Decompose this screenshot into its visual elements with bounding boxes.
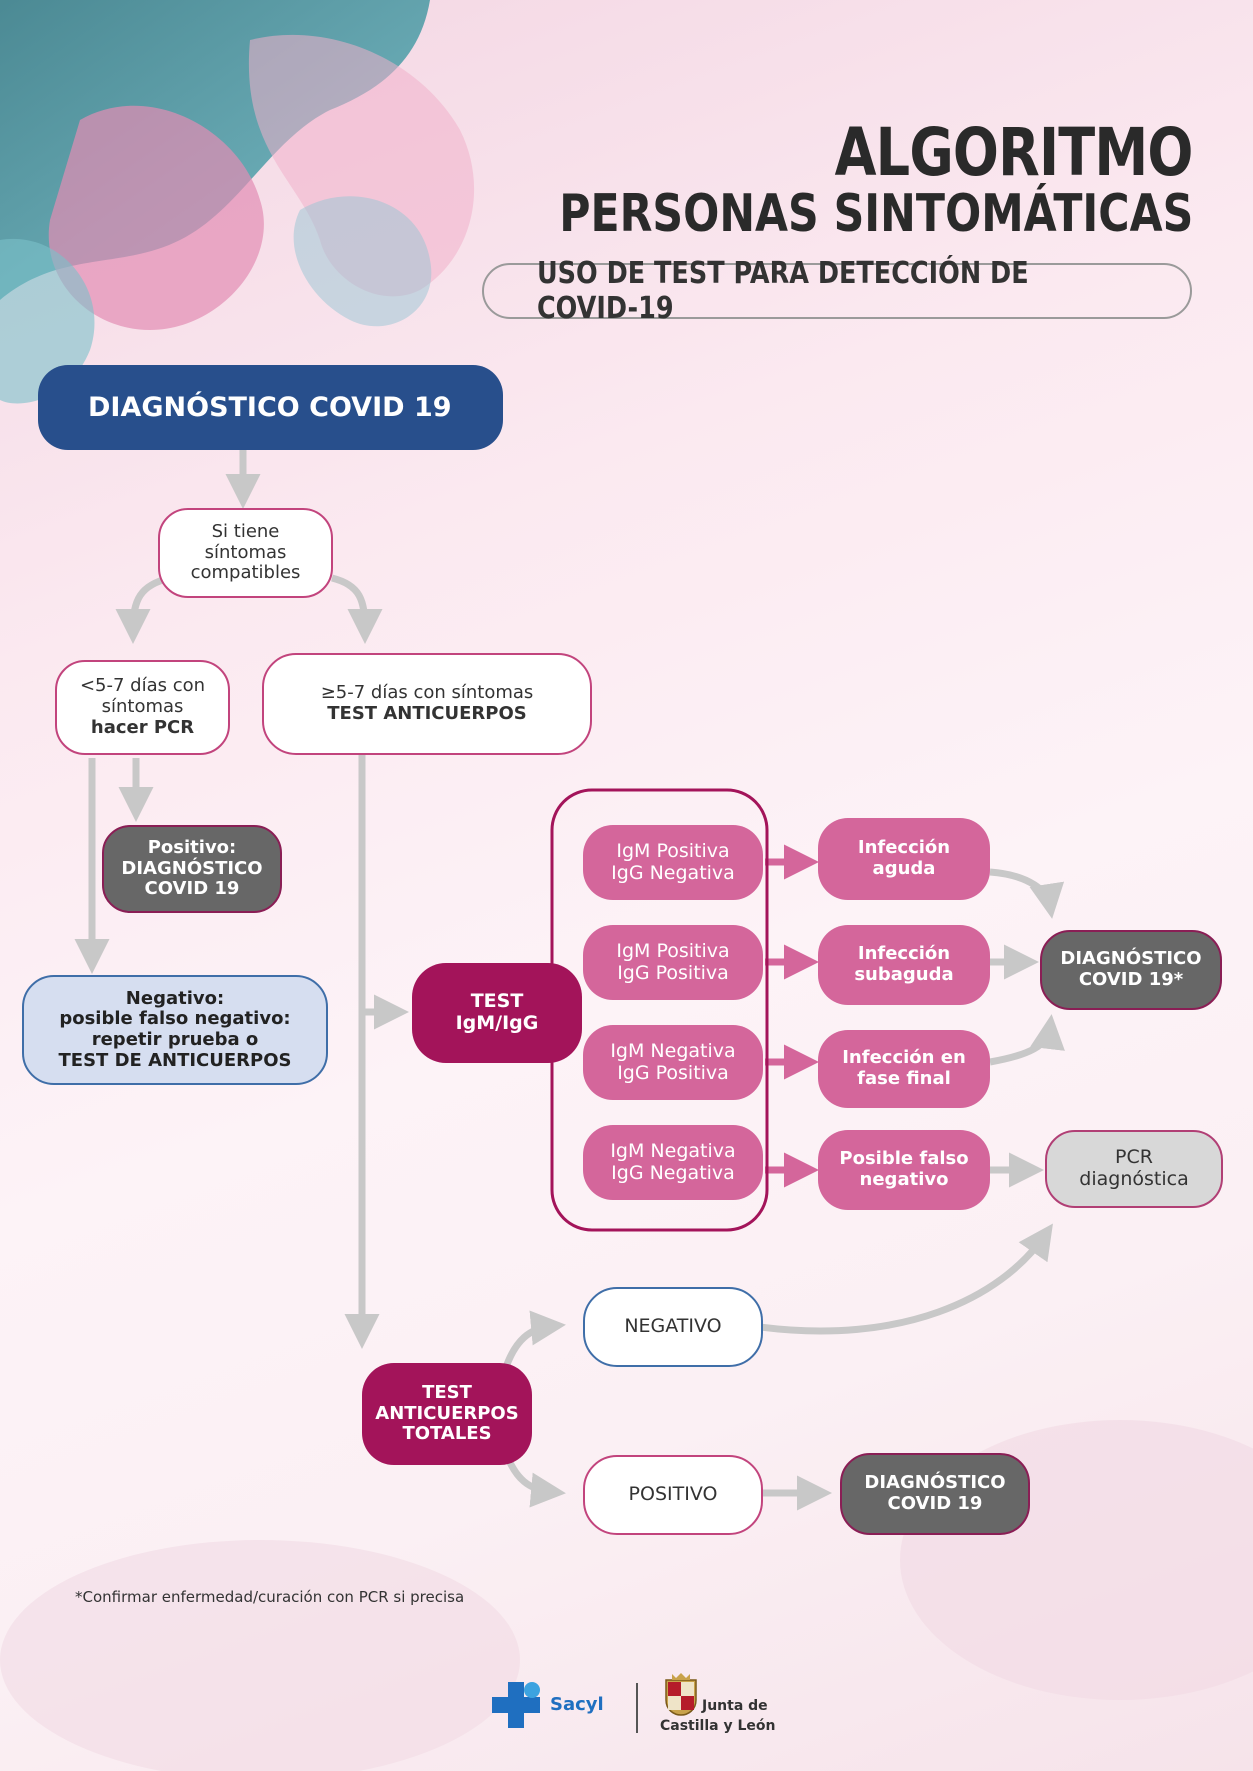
positivo-label: POSITIVO (628, 1483, 718, 1506)
mas-5-7-line1: ≥5-7 días con síntomas (320, 682, 534, 704)
sintomas-line2: síntomas (204, 541, 287, 563)
outcome-falso-negativo-line1: Posible falso (839, 1148, 969, 1170)
sintomas-line1: Si tiene (211, 520, 280, 542)
test-igm-igg-node: TEST IgM/IgG (412, 963, 582, 1063)
negativo-node: NEGATIVO (583, 1287, 763, 1367)
negativo-pcr-line4: TEST DE ANTICUERPOS (58, 1049, 292, 1071)
outcome-subaguda-line2: subaguda (854, 964, 954, 985)
negativo-pcr-line3: repetir prueba o (91, 1029, 259, 1050)
pcr-diagnostica-node: PCR diagnóstica (1045, 1130, 1223, 1208)
outcome-fase-final: Infección en fase final (818, 1030, 990, 1108)
footnote: *Confirmar enfermedad/curación con PCR s… (75, 1588, 465, 1606)
outcome-subaguda-line1: Infección (857, 943, 951, 965)
logo-divider (636, 1683, 638, 1733)
negativo-pcr-node: Negativo: posible falso negativo: repeti… (22, 975, 328, 1085)
diagnostico-start-node: DIAGNÓSTICO COVID 19 (38, 365, 503, 450)
menos-5-7-node: <5-7 días con síntomas hacer PCR (55, 660, 230, 755)
mas-5-7-node: ≥5-7 días con síntomas TEST ANTICUERPOS (262, 653, 592, 755)
title-algoritmo: ALGORITMO (834, 114, 1194, 191)
sacyl-text: Sacyl (550, 1694, 604, 1715)
result-2-igg: IgG Positiva (617, 961, 729, 984)
diagnostico-final-line1: DIAGNÓSTICO (864, 1472, 1006, 1494)
title-personas-sintomaticas: PERSONAS SINTOMÁTICAS (558, 184, 1193, 244)
positivo-node: POSITIVO (583, 1455, 763, 1535)
positivo-pcr-line2: DIAGNÓSTICO (121, 857, 263, 879)
outcome-falso-negativo: Posible falso negativo (818, 1130, 990, 1210)
sintomas-node: Si tiene síntomas compatibles (158, 508, 333, 598)
menos-5-7-line1: <5-7 días con (79, 675, 206, 697)
result-1-igg: IgG Negativa (611, 861, 735, 884)
result-3-igg: IgG Positiva (617, 1061, 729, 1084)
test-igm-igg-line2: IgM/IgG (455, 1012, 539, 1034)
positivo-pcr-line3: COVID 19 (144, 878, 240, 900)
outcome-fase-final-line1: Infección en (842, 1047, 966, 1069)
mas-5-7-line2: TEST ANTICUERPOS (327, 703, 527, 724)
junta-shield-icon (665, 1673, 697, 1716)
negativo-pcr-line2: posible falso negativo: (59, 1008, 291, 1030)
diagnostico-asterisk-node: DIAGNÓSTICO COVID 19* (1040, 930, 1222, 1010)
outcome-aguda: Infección aguda (818, 818, 990, 900)
result-2-igm: IgM Positiva (616, 939, 730, 962)
result-4-igm: IgM Negativa (610, 1139, 736, 1162)
test-igm-igg-line1: TEST (470, 990, 524, 1013)
diagnostico-asterisk-line1: DIAGNÓSTICO (1060, 948, 1202, 970)
menos-5-7-line3: hacer PCR (90, 716, 195, 738)
diagnostico-asterisk-line2: COVID 19* (1078, 969, 1184, 990)
test-totales-node: TEST ANTICUERPOS TOTALES (362, 1363, 532, 1465)
sacyl-logo: Sacyl (492, 1680, 622, 1730)
sacyl-cross-icon (492, 1682, 540, 1728)
subtitle-pill: USO DE TEST PARA DETECCIÓN DE COVID-19 (482, 256, 1192, 326)
test-totales-line2: ANTICUERPOS (375, 1402, 519, 1424)
test-totales-line3: TOTALES (402, 1423, 492, 1445)
outcome-subaguda: Infección subaguda (818, 925, 990, 1005)
subtitle-text: USO DE TEST PARA DETECCIÓN DE COVID-19 (536, 256, 1029, 326)
junta-text-line2: Castilla y León (660, 1718, 776, 1734)
result-row-3: IgM Negativa IgG Positiva (583, 1025, 763, 1100)
junta-text-line1: Junta de (702, 1698, 768, 1714)
result-row-2: IgM Positiva IgG Positiva (583, 925, 763, 1000)
diagnostico-final-line2: COVID 19 (887, 1493, 983, 1514)
result-1-igm: IgM Positiva (616, 839, 730, 862)
result-3-igm: IgM Negativa (610, 1039, 736, 1062)
menos-5-7-line2: síntomas (101, 696, 184, 718)
result-4-igg: IgG Negativa (611, 1161, 735, 1184)
positivo-pcr-node: Positivo: DIAGNÓSTICO COVID 19 (102, 825, 282, 913)
test-totales-line1: TEST (422, 1381, 472, 1403)
negativo-label: NEGATIVO (624, 1315, 722, 1338)
pcr-diagnostica-line1: PCR (1115, 1146, 1153, 1169)
diagnostico-start-label: DIAGNÓSTICO COVID 19 (88, 391, 452, 423)
outcome-aguda-line2: aguda (872, 858, 936, 879)
junta-logo: Junta de Castilla y León (660, 1672, 810, 1742)
pcr-diagnostica-line2: diagnóstica (1079, 1168, 1189, 1190)
outcome-fase-final-line2: fase final (857, 1068, 951, 1089)
result-row-4: IgM Negativa IgG Negativa (583, 1125, 763, 1200)
outcome-aguda-line1: Infección (857, 837, 951, 859)
sintomas-line3: compatibles (190, 562, 301, 584)
diagnostico-final-node: DIAGNÓSTICO COVID 19 (840, 1453, 1030, 1535)
negativo-pcr-line1: Negativo: (125, 987, 225, 1009)
result-row-1: IgM Positiva IgG Negativa (583, 825, 763, 900)
outcome-falso-negativo-line2: negativo (859, 1169, 949, 1190)
positivo-pcr-line1: Positivo: (147, 836, 237, 858)
